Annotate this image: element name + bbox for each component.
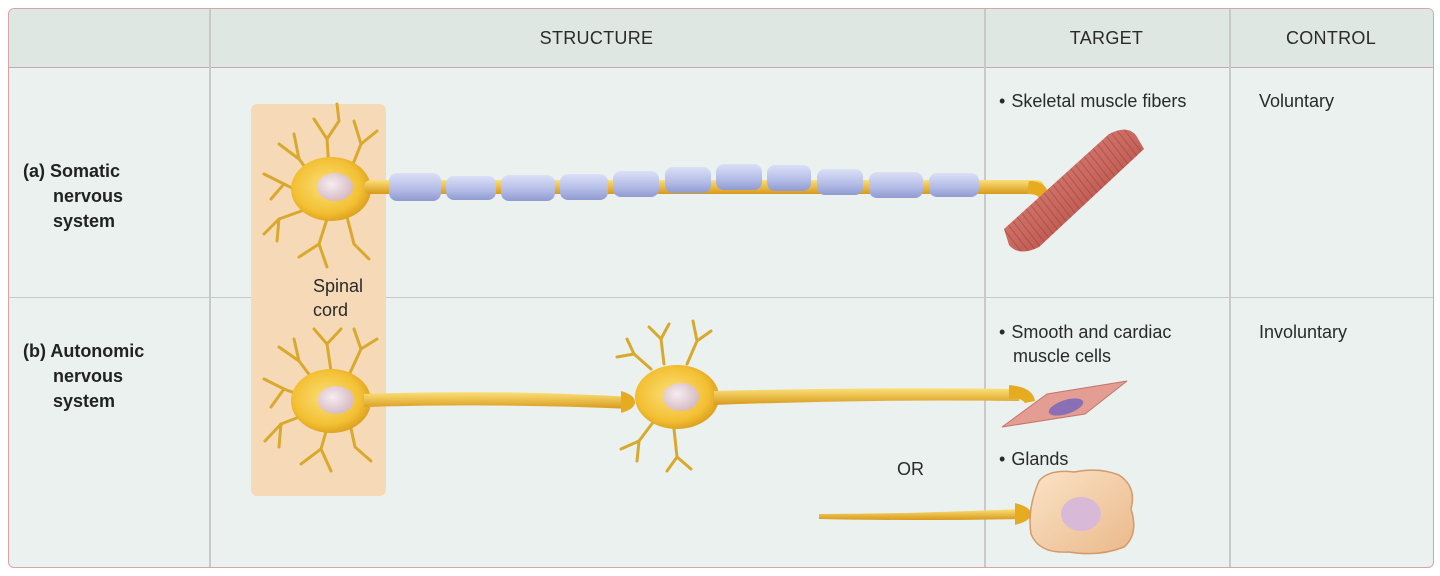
- myelin-segment: [767, 165, 811, 191]
- spinal-cord-label: Spinal cord: [313, 274, 363, 322]
- row-label-line: nervous: [53, 366, 124, 386]
- column-divider: [1229, 9, 1231, 567]
- myelin-segment: [501, 175, 555, 201]
- target-skeletal-muscle: Skeletal muscle fibers: [999, 89, 1186, 113]
- nucleus: [318, 386, 354, 414]
- axon: [714, 388, 1019, 405]
- target-smooth-cardiac-line2: muscle cells: [1013, 346, 1112, 366]
- row-label-somatic: (a) Somatic nervous system: [23, 159, 123, 234]
- row-label-autonomic: (b) Autonomic nervous system: [23, 339, 144, 414]
- myelin-segment: [716, 164, 762, 190]
- target-smooth-cardiac: Smooth and cardiac: [999, 320, 1171, 344]
- somatic-motor-neuron: [262, 102, 1049, 269]
- axon-terminal: [1009, 385, 1035, 403]
- row-label-line: Autonomic: [50, 341, 145, 361]
- gland-axon: [819, 509, 1021, 520]
- row-divider: [9, 297, 1433, 298]
- table-header-row: [9, 9, 1433, 68]
- myelin-segment: [869, 172, 923, 198]
- ganglionic-neuron: [615, 319, 1035, 473]
- control-voluntary: Voluntary: [1259, 91, 1335, 111]
- row-label-line: system: [53, 211, 116, 231]
- row-letter: (b): [23, 341, 46, 361]
- axon-terminal: [1015, 503, 1031, 525]
- row-label-line: nervous: [53, 186, 124, 206]
- myelin-segment: [929, 173, 979, 197]
- row-letter: (a): [23, 161, 45, 181]
- gland-cell: [1029, 469, 1135, 555]
- dendrites: [615, 319, 713, 473]
- myelin-segment: [446, 176, 496, 200]
- control-involuntary: Involuntary: [1259, 322, 1348, 342]
- skeletal-muscle-fiber: [1004, 129, 1144, 252]
- myelin-segment: [665, 167, 711, 193]
- row-label-line: Somatic: [50, 161, 121, 181]
- header-control: CONTROL: [1285, 28, 1377, 48]
- myelin-segment: [389, 173, 441, 201]
- nervous-system-illustration: [251, 102, 1144, 555]
- nucleus: [1061, 497, 1101, 531]
- myelin-segment: [613, 171, 659, 197]
- axon-terminal: [621, 391, 635, 413]
- nucleus: [317, 173, 353, 201]
- myelin-segment: [560, 174, 608, 200]
- spinal-cord-label-line: Spinal: [313, 276, 364, 296]
- or-label: OR: [897, 459, 924, 479]
- nucleus: [663, 383, 699, 411]
- target-glands: Glands: [999, 447, 1068, 471]
- axon: [364, 392, 631, 409]
- row-label-line: system: [53, 391, 116, 411]
- preganglionic-neuron: [262, 327, 635, 473]
- header-target: TARGET: [1069, 28, 1144, 48]
- nucleus: [1048, 398, 1084, 416]
- column-divider: [984, 9, 986, 567]
- myelin-segment: [817, 169, 863, 195]
- header-structure: STRUCTURE: [539, 28, 654, 48]
- column-divider: [209, 9, 211, 567]
- comparison-table: STRUCTURE TARGET CONTROL (a) Somatic ner…: [8, 8, 1434, 568]
- smooth-muscle-cell: [1001, 380, 1128, 428]
- spinal-cord-label-line: cord: [313, 300, 349, 320]
- myelin-sheath: [389, 164, 979, 201]
